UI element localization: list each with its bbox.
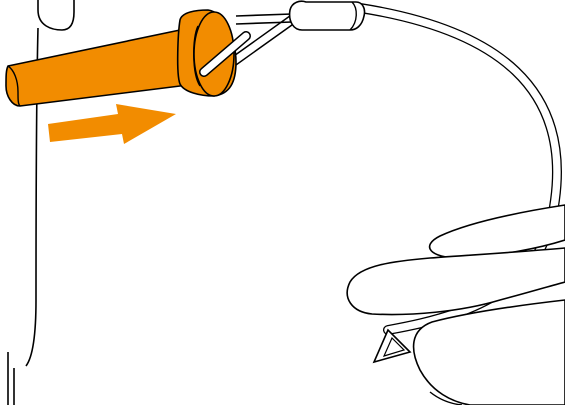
hand-upper xyxy=(346,204,565,316)
wire-tip-lower xyxy=(372,328,412,364)
hand-lower xyxy=(412,299,565,405)
wire-connector xyxy=(288,0,366,31)
probe-tool xyxy=(5,9,251,107)
right-arrow-icon xyxy=(48,104,176,144)
